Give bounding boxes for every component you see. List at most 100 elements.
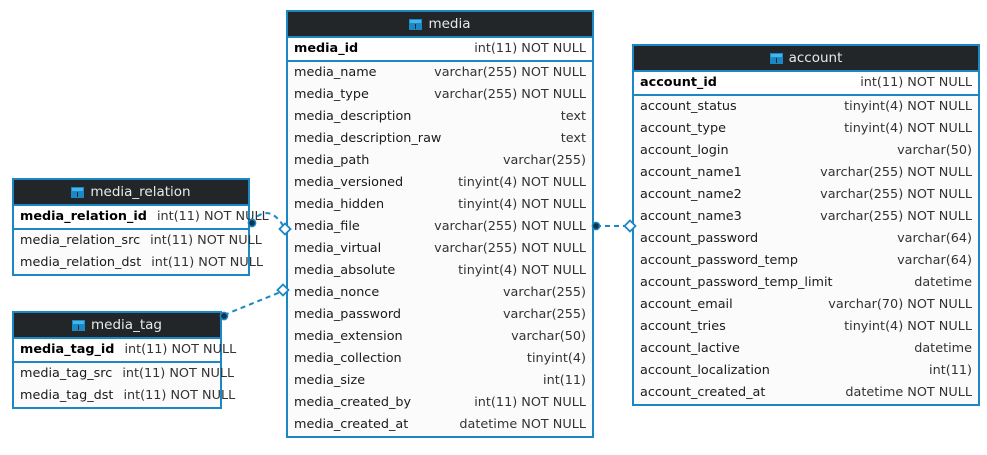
column-type: int(11) NOT NULL [122, 366, 235, 381]
column-row[interactable]: media_file varchar(255) NOT NULL [288, 216, 592, 238]
column-row[interactable]: media_absolute tinyint(4) NOT NULL [288, 260, 592, 282]
column-type: int(11) NOT NULL [151, 255, 263, 270]
column-type: tinyint(4) NOT NULL [458, 263, 586, 278]
column-name: media_tag_dst [20, 388, 114, 403]
column-row[interactable]: media_relation_dst int(11) NOT NULL [14, 252, 263, 274]
column-name: media_nonce [294, 285, 380, 300]
column-type: tinyint(4) NOT NULL [458, 197, 586, 212]
column-type: varchar(50) [897, 143, 972, 158]
column-type: varchar(255) [502, 153, 586, 168]
column-name: account_password_temp [640, 253, 799, 268]
column-type: text [560, 131, 586, 146]
column-type: varchar(64) [897, 253, 972, 268]
column-row[interactable]: media_hidden tinyint(4) NOT NULL [288, 194, 592, 216]
entity-title: media [428, 16, 471, 32]
column-name: account_email [640, 297, 733, 312]
column-type: varchar(70) NOT NULL [828, 297, 972, 312]
column-name: account_login [640, 143, 729, 158]
column-row[interactable]: account_password_temp varchar(64) [634, 250, 978, 272]
entity-header-media_relation[interactable]: media_relation [14, 180, 248, 206]
column-type: varchar(255) [502, 307, 586, 322]
column-type: int(11) NOT NULL [150, 233, 262, 248]
column-type: varchar(255) NOT NULL [434, 219, 586, 234]
column-row[interactable]: account_type tinyint(4) NOT NULL [634, 118, 978, 140]
column-name: account_type [640, 121, 726, 136]
column-type: varchar(255) NOT NULL [820, 165, 972, 180]
column-name: account_status [640, 99, 737, 114]
column-row[interactable]: media_tag_dst int(11) NOT NULL [14, 385, 235, 407]
column-row[interactable]: media_nonce varchar(255) [288, 282, 592, 304]
column-type: tinyint(4) NOT NULL [844, 319, 972, 334]
column-name: media_description [294, 109, 412, 124]
column-type: tinyint(4) [526, 351, 586, 366]
column-row[interactable]: account_name3 varchar(255) NOT NULL [634, 206, 978, 228]
column-name: account_name3 [640, 209, 742, 224]
column-row[interactable]: media_created_by int(11) NOT NULL [288, 392, 592, 414]
column-type: datetime NOT NULL [845, 385, 972, 400]
column-row[interactable]: media_password varchar(255) [288, 304, 592, 326]
column-name: media_versioned [294, 175, 404, 190]
column-type: int(11) NOT NULL [124, 342, 237, 357]
entity-header-account[interactable]: account [634, 46, 978, 72]
column-name: media_id [294, 41, 359, 56]
relationship-media_tag-to-media[interactable] [219, 283, 290, 321]
column-name: media_created_by [294, 395, 412, 410]
column-name: media_relation_dst [20, 255, 142, 270]
column-name: media_relation_id [20, 209, 147, 224]
table-icon [72, 319, 86, 331]
entity-header-media_tag[interactable]: media_tag [14, 313, 220, 339]
column-row[interactable]: account_login varchar(50) [634, 140, 978, 162]
column-type: varchar(255) NOT NULL [820, 209, 972, 224]
column-name: media_file [294, 219, 360, 234]
column-name: media_hidden [294, 197, 385, 212]
column-type: varchar(255) [502, 285, 586, 300]
column-row[interactable]: account_email varchar(70) NOT NULL [634, 294, 978, 316]
column-name: media_absolute [294, 263, 396, 278]
column-name: media_password [294, 307, 402, 322]
entity-header-media[interactable]: media [288, 12, 592, 38]
column-name: media_extension [294, 329, 403, 344]
column-name: account_password [640, 231, 759, 246]
relationship-media-to-account[interactable] [591, 219, 637, 233]
column-type: int(11) NOT NULL [123, 388, 236, 403]
column-type: varchar(255) NOT NULL [434, 87, 586, 102]
column-type: int(11) NOT NULL [474, 395, 586, 410]
column-type: int(11) NOT NULL [860, 75, 972, 90]
column-type: tinyint(4) NOT NULL [844, 121, 972, 136]
column-type: varchar(255) NOT NULL [434, 65, 586, 80]
